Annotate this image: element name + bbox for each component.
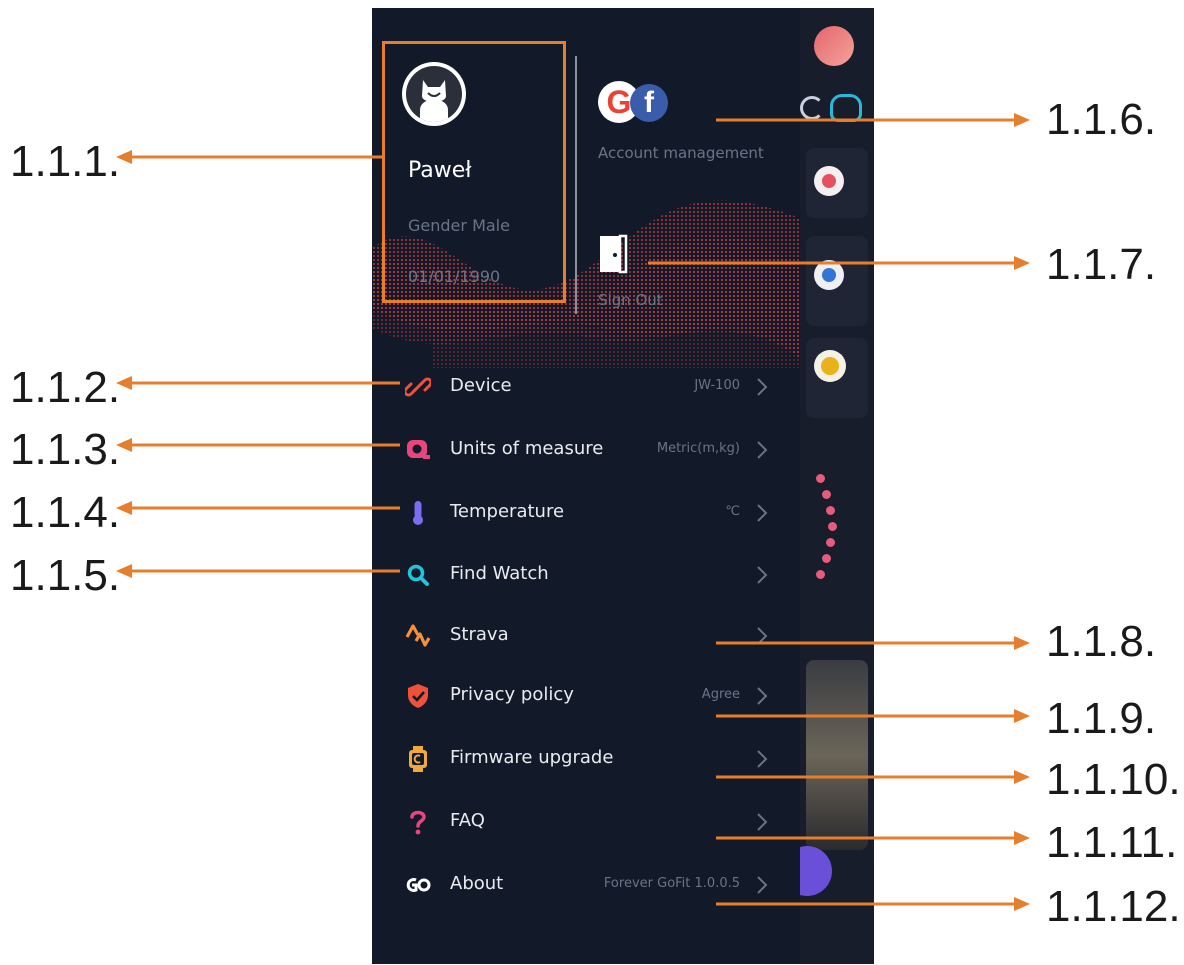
sign-out-label: Sign Out [598, 291, 663, 309]
annotation-label: 1.1.6. [1046, 95, 1157, 144]
arrow-head [1014, 113, 1030, 127]
annotation-label: 1.1.10. [1046, 755, 1181, 804]
menu-item-about[interactable]: About Forever GoFit 1.0.0.5 [372, 861, 800, 909]
gender-value: Male [472, 216, 510, 235]
profile-highlight-box [382, 41, 566, 303]
search-icon [404, 561, 432, 589]
menu-item-value: ℃ [725, 504, 740, 519]
gender-label: Gender [408, 216, 467, 235]
annotation-label: 1.1.12. [1046, 882, 1181, 931]
menu-item-label: Strava [450, 624, 509, 645]
menu-item-units[interactable]: Units of measure Metric(m,kg) [372, 426, 800, 474]
chevron-right-icon [757, 687, 768, 705]
annotation-label: 1.1.8. [1046, 617, 1157, 666]
account-management-button[interactable]: G f [598, 81, 678, 125]
side-drawer: Paweł Gender Male 01/01/1990 G f Account… [372, 8, 800, 964]
menu-item-device[interactable]: Device JW-100 [372, 363, 800, 411]
avatar-thumbnail [814, 26, 854, 66]
menu-item-label: Device [450, 375, 512, 396]
phone-screen: Paweł Gender Male 01/01/1990 G f Account… [372, 8, 874, 964]
annotation-label: 1.1.4. [10, 488, 121, 537]
thermometer-icon [404, 499, 432, 527]
chevron-right-icon [757, 876, 768, 894]
progress-dot [828, 522, 837, 531]
menu-item-value: Forever GoFit 1.0.0.5 [603, 876, 740, 891]
profile-avatar[interactable] [402, 62, 466, 126]
chevron-right-icon [757, 504, 768, 522]
menu-item-label: Privacy policy [450, 684, 574, 705]
account-management-label: Account management [598, 144, 764, 162]
photo-card [806, 660, 868, 850]
chevron-right-icon [757, 627, 768, 645]
menu-item-find-watch[interactable]: Find Watch [372, 551, 800, 599]
heart-icon-inner [822, 174, 836, 188]
progress-dot [816, 570, 825, 579]
avatar-placeholder [406, 66, 462, 122]
menu-item-faq[interactable]: FAQ [372, 798, 800, 846]
question-icon [404, 808, 432, 836]
arrow-head [1014, 256, 1030, 270]
vertical-divider [575, 56, 577, 314]
menu-item-value: Agree [701, 687, 740, 702]
cloud-icon [830, 94, 862, 122]
progress-dot [826, 506, 835, 515]
progress-dot [816, 474, 825, 483]
drop-icon-inner [822, 268, 836, 282]
profile-name: Paweł [408, 158, 472, 183]
menu-item-strava[interactable]: Strava [372, 612, 800, 660]
menu-item-label: Firmware upgrade [450, 747, 614, 768]
chevron-right-icon [757, 750, 768, 768]
menu-item-label: Units of measure [450, 438, 604, 459]
menu-item-privacy[interactable]: Privacy policy Agree [372, 672, 800, 720]
arrow-head [1014, 897, 1030, 911]
progress-dot [822, 490, 831, 499]
annotation-label: 1.1.5. [10, 551, 121, 600]
menu-item-temperature[interactable]: Temperature ℃ [372, 489, 800, 537]
ruler-icon [404, 436, 432, 464]
arrow-head [1014, 770, 1030, 784]
sync-icon [800, 96, 824, 120]
chevron-right-icon [757, 813, 768, 831]
annotation-label: 1.1.11. [1046, 818, 1178, 867]
link-icon [404, 373, 432, 401]
arrow-head [1014, 709, 1030, 723]
shield-icon [404, 682, 432, 710]
annotation-label: 1.1.9. [1046, 694, 1157, 743]
menu-item-value: JW-100 [694, 378, 740, 393]
background-app-strip [782, 8, 874, 964]
chevron-right-icon [757, 566, 768, 584]
arrow-head [1014, 831, 1030, 845]
arrow-head [1014, 636, 1030, 650]
annotation-label: 1.1.1. [10, 137, 121, 186]
cat-avatar-icon [420, 80, 448, 122]
profile-gender: Gender Male [408, 216, 510, 235]
menu-item-label: FAQ [450, 810, 485, 831]
menu-item-label: Temperature [450, 501, 565, 522]
annotation-label: 1.1.3. [10, 425, 121, 474]
progress-dot [822, 554, 831, 563]
watch-icon [404, 745, 432, 773]
gofit-logo-icon [404, 871, 432, 899]
menu-item-label: About [450, 873, 504, 894]
profile-birthdate: 01/01/1990 [408, 267, 501, 286]
progress-dot [826, 538, 835, 547]
facebook-icon: f [630, 84, 668, 122]
chevron-right-icon [757, 378, 768, 396]
decorative-wave [372, 200, 800, 368]
menu-item-firmware[interactable]: Firmware upgrade [372, 735, 800, 783]
menu-item-value: Metric(m,kg) [656, 441, 740, 456]
sign-out-icon[interactable] [598, 234, 632, 274]
annotation-label: 1.1.7. [1046, 240, 1157, 289]
annotation-label: 1.1.2. [10, 363, 121, 412]
menu-item-label: Find Watch [450, 563, 549, 584]
chevron-right-icon [757, 441, 768, 459]
strava-icon [404, 622, 432, 650]
clock-icon-inner [821, 357, 839, 375]
